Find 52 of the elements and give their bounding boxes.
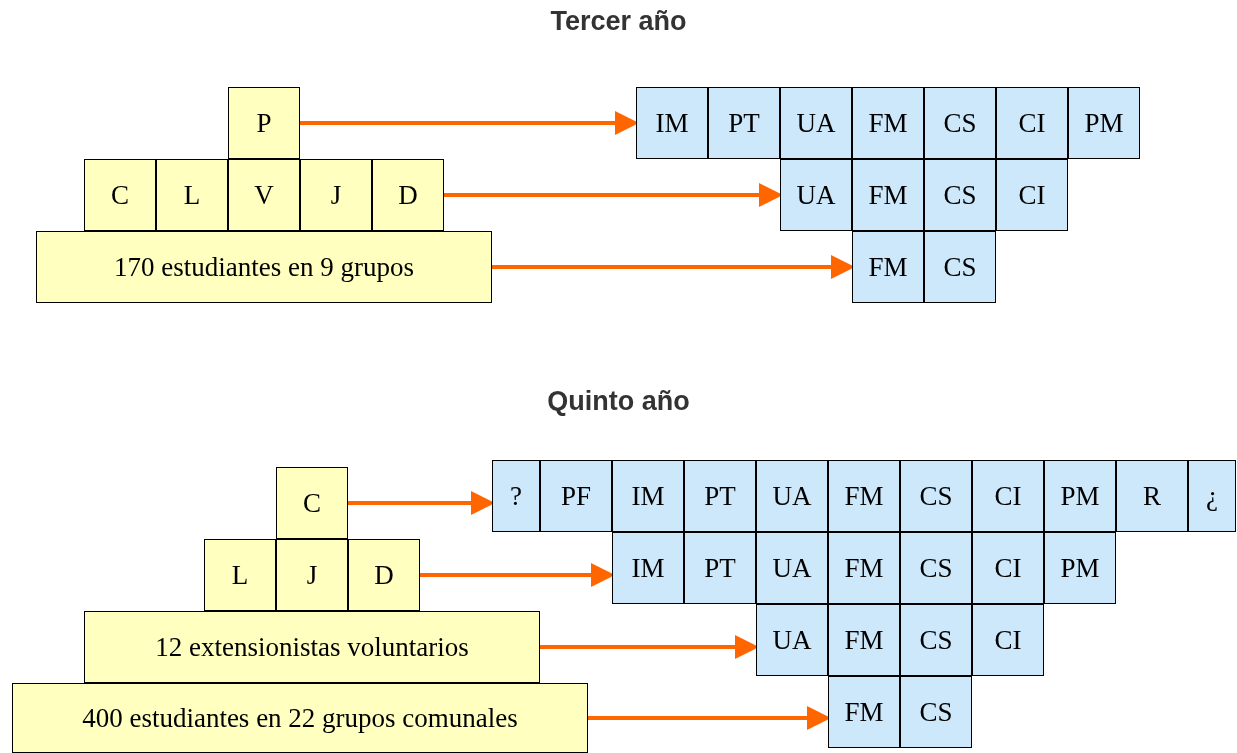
grid-cell: FM [852,159,924,231]
grid-cell: PT [684,532,756,604]
grid-cell: C [276,467,348,539]
grid-cell: J [276,539,348,611]
grid-cell: FM [828,460,900,532]
grid-cell: CS [900,460,972,532]
section-heading: Tercer año [550,6,687,36]
grid-cell: L [204,539,276,611]
grid-cell: FM [852,231,924,303]
grid-cell: CS [924,231,996,303]
grid-cell: IM [612,532,684,604]
grid-cell: UA [756,532,828,604]
grid-cell: CS [900,676,972,748]
grid-cell: CS [900,532,972,604]
grid-cell: ? [492,460,540,532]
grid-cell: ¿ [1188,460,1236,532]
grid-cell: UA [780,159,852,231]
grid-cell: CI [972,460,1044,532]
grid-cell: V [228,159,300,231]
grid-cell: PM [1044,532,1116,604]
grid-cell: P [228,87,300,159]
grid-cell: CI [996,87,1068,159]
grid-cell: J [300,159,372,231]
grid-cell: IM [612,460,684,532]
grid-cell: R [1116,460,1188,532]
grid-cell: PF [540,460,612,532]
grid-cell: FM [828,676,900,748]
grid-cell: CI [996,159,1068,231]
grid-cell: FM [828,604,900,676]
grid-cell: UA [780,87,852,159]
grid-cell: FM [852,87,924,159]
grid-cell: UA [756,460,828,532]
grid-cell: CS [900,604,972,676]
grid-cell: PT [708,87,780,159]
grid-cell: D [348,539,420,611]
grid-cell: IM [636,87,708,159]
grid-cell: L [156,159,228,231]
grid-cell: 170 estudiantes en 9 grupos [36,231,492,303]
grid-cell: UA [756,604,828,676]
grid-cell: CS [924,159,996,231]
grid-cell: C [84,159,156,231]
grid-cell: PM [1068,87,1140,159]
section-heading: Quinto año [547,386,690,416]
grid-cell: 12 extensionistas voluntarios [84,611,540,683]
grid-cell: D [372,159,444,231]
grid-cell: CI [972,604,1044,676]
grid-cell: FM [828,532,900,604]
grid-cell: CS [924,87,996,159]
grid-cell: PT [684,460,756,532]
grid-cell: CI [972,532,1044,604]
grid-cell: 400 estudiantes en 22 grupos comunales [12,683,588,753]
grid-cell: PM [1044,460,1116,532]
